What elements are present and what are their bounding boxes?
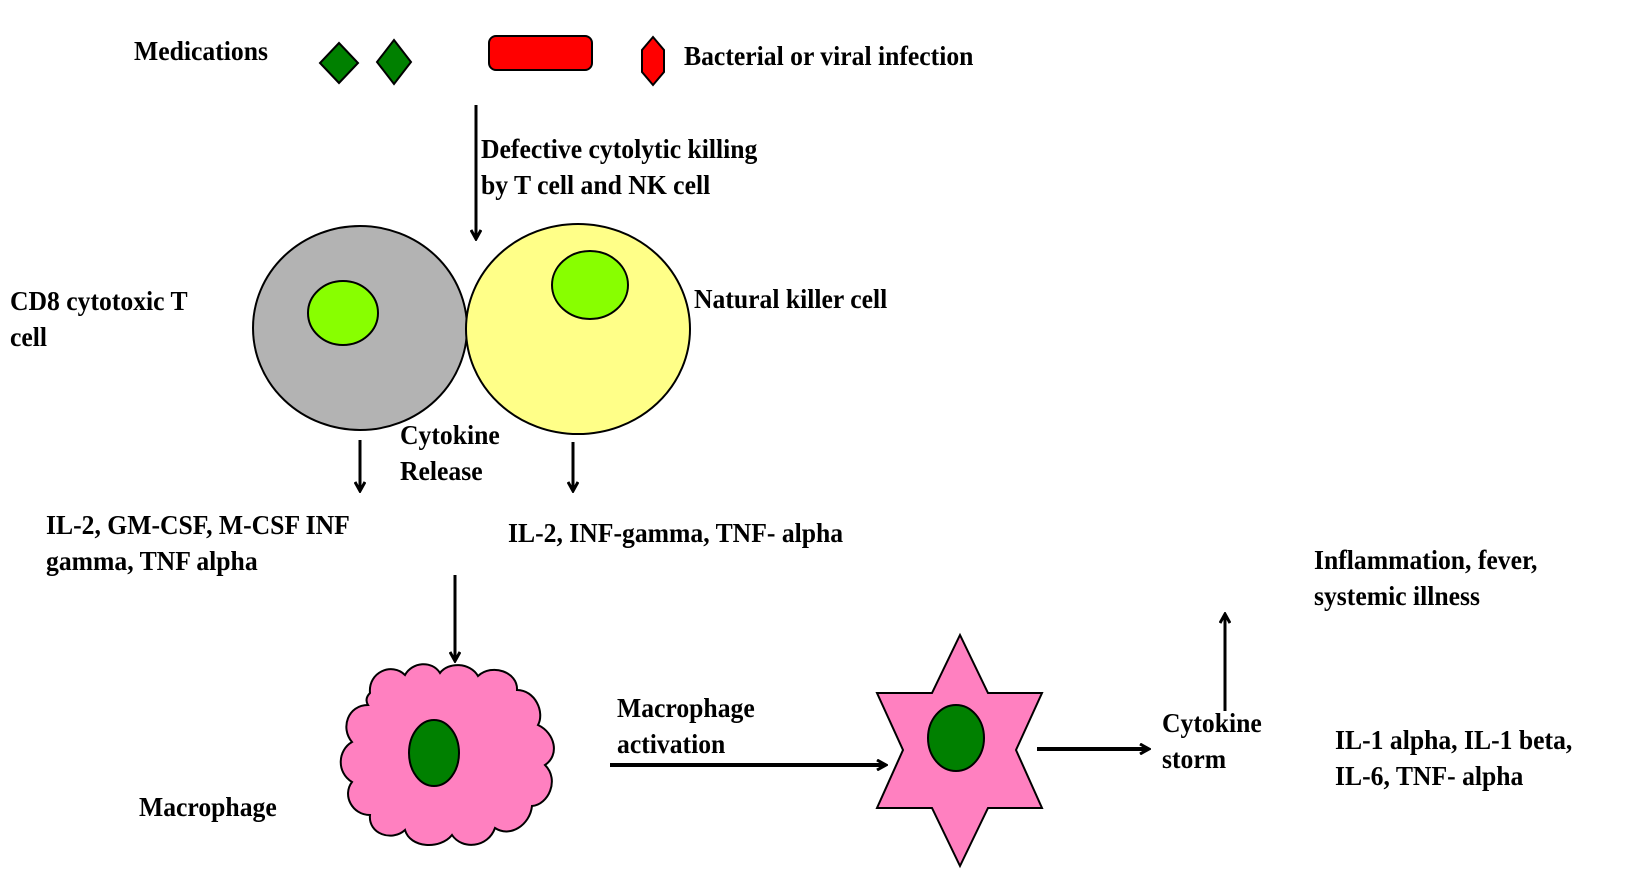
medications-label: Medications <box>134 36 268 66</box>
infection-label: Bacterial or viral infection <box>684 41 974 71</box>
macrophage-nucleus <box>408 719 460 787</box>
outcome-label: Inflammation, fever, systemic illness <box>1314 545 1538 611</box>
medication-diamond-icon <box>375 38 413 86</box>
activated-macrophage-nucleus <box>927 704 985 772</box>
cytokine-storm-label: Cytokine storm <box>1162 708 1262 774</box>
nk-cell-label: Natural killer cell <box>694 284 888 314</box>
macrophage-label: Macrophage <box>139 792 277 822</box>
cd8-cell-label: CD8 cytotoxic T cell <box>10 286 188 352</box>
nk-cell-cytokines-label: IL-2, INF-gamma, TNF- alpha <box>508 518 844 548</box>
storm-cytokines-label: IL-1 alpha, IL-1 beta, IL-6, TNF- alpha <box>1335 725 1573 791</box>
t-cell-cytokines-label: IL-2, GM-CSF, M-CSF INF gamma, TNF alpha <box>46 510 350 576</box>
pathogen-rod-icon <box>488 35 593 71</box>
cytokine-release-label: Cytokine Release <box>400 420 500 486</box>
t-cell-nucleus <box>307 280 379 346</box>
pathogen-hexagon-icon <box>641 35 665 87</box>
medication-diamond-icon <box>318 41 360 85</box>
nk-cell-nucleus <box>551 250 629 320</box>
natural-killer-cell <box>465 223 691 435</box>
macrophage-activation-label: Macrophage activation <box>617 693 755 759</box>
defective-killing-label: Defective cytolytic killing by T cell an… <box>481 134 758 200</box>
